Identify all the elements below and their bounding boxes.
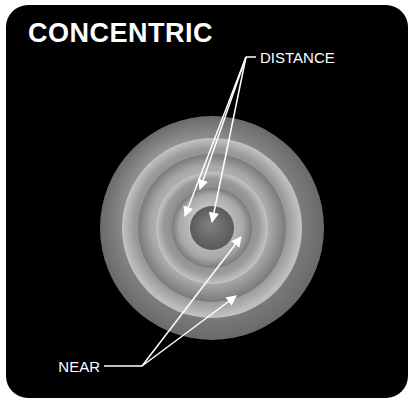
distance-leaders (185, 57, 256, 222)
near-leaders (104, 237, 241, 366)
leader-label: NEAR (58, 359, 100, 374)
background-panel (6, 5, 408, 398)
leader-label: DISTANCE (260, 50, 335, 65)
concentric-lens (100, 116, 324, 340)
diagram-title: CONCENTRIC (28, 20, 213, 47)
